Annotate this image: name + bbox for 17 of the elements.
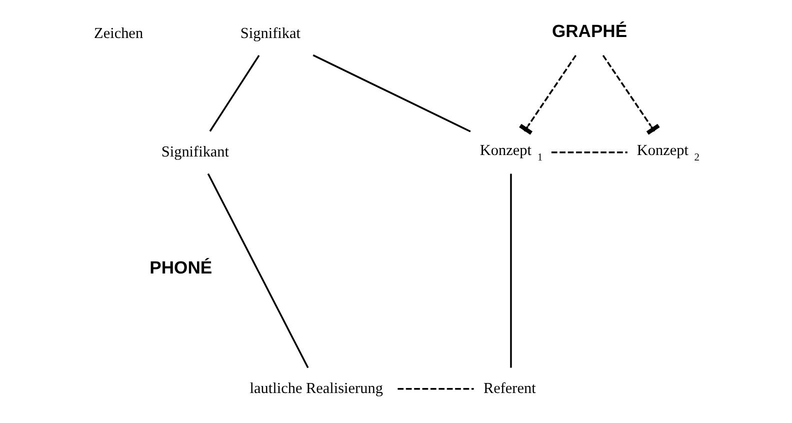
node-text: Signifikant bbox=[160, 143, 229, 160]
connector bbox=[397, 388, 474, 390]
node-text: GRAPHÉ bbox=[551, 21, 627, 41]
connector bbox=[208, 54, 260, 132]
label: PHONÉ bbox=[149, 258, 212, 278]
connector bbox=[312, 54, 470, 132]
connector bbox=[206, 173, 308, 368]
node-text: Konzept $_{2}$ bbox=[636, 142, 700, 164]
connector bbox=[518, 54, 576, 135]
connector bbox=[510, 174, 512, 368]
node-text: Referent bbox=[482, 380, 536, 397]
connector bbox=[550, 151, 627, 154]
label: Zeichen bbox=[94, 25, 143, 42]
node-text: Signifikat bbox=[240, 25, 300, 42]
node-text: Konzept $_{1}$ bbox=[479, 142, 542, 164]
node-text: lautliche Realisierung bbox=[249, 380, 382, 397]
connector bbox=[602, 54, 660, 135]
